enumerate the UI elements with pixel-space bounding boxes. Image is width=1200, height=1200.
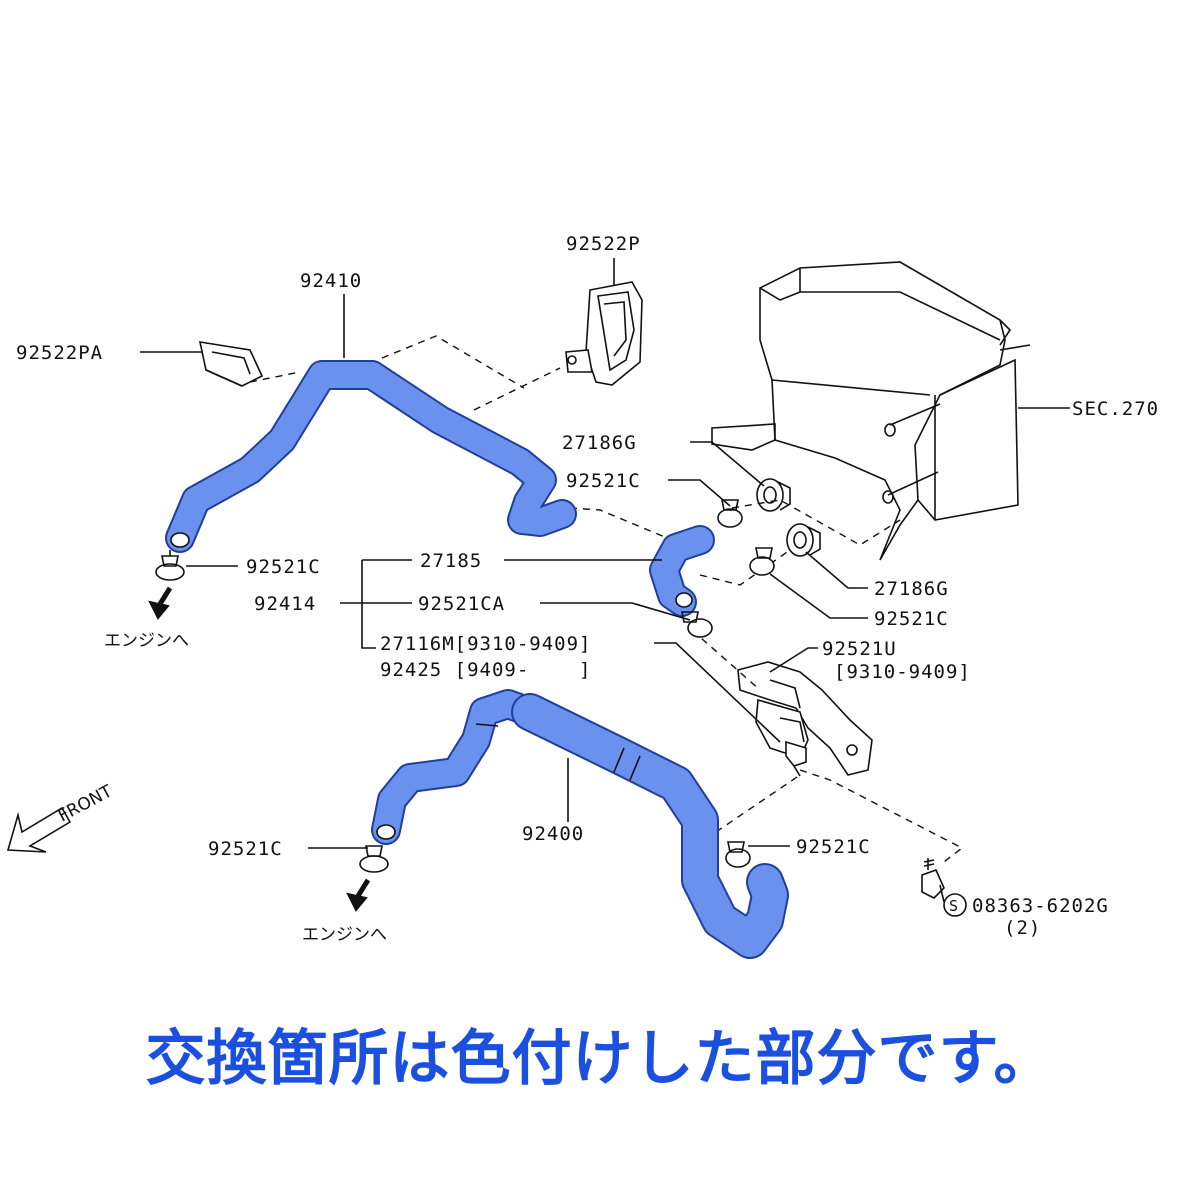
arrow-to-engine-bottom	[346, 878, 371, 912]
label-to-engine-top: エンジンへ	[104, 631, 189, 651]
hose-clamp-right	[749, 547, 775, 576]
label-27186G-bottom: 27186G	[874, 578, 949, 600]
front-label: FRONT	[55, 781, 116, 826]
hose-clamp-CA	[681, 611, 713, 638]
standard-part-symbol	[943, 893, 967, 917]
label-92521C-left: 92521C	[246, 556, 321, 578]
hose-clamp-left	[155, 550, 185, 581]
label-sec270: SEC.270	[1072, 398, 1159, 420]
hose-92400	[371, 689, 789, 959]
leader-lines	[140, 258, 1070, 903]
assembly-guide-lines	[249, 335, 964, 866]
label-92400: 92400	[522, 823, 584, 845]
hose-clamp-mid	[717, 499, 743, 528]
label-92521U: 92521U	[822, 638, 897, 660]
hose-clamp-lower-left	[359, 845, 389, 873]
label-92425: 92425 [9409- ]	[380, 659, 591, 681]
hose-27185	[649, 525, 715, 617]
label-92521C-lower-left: 92521C	[208, 838, 283, 860]
label-92522P: 92522P	[566, 233, 641, 255]
label-92522PA: 92522PA	[16, 342, 103, 364]
grommet-27186G-lower	[786, 523, 821, 557]
hose-clip-92522PA	[198, 341, 264, 387]
label-08363-6202G: 08363-6202G	[972, 895, 1109, 917]
label-27186G-top: 27186G	[562, 432, 637, 454]
label-92521C-lower-right: 92521C	[796, 836, 871, 858]
hose-92410	[165, 360, 577, 553]
heater-unit-housing	[711, 261, 1031, 561]
label-92414: 92414	[254, 593, 316, 615]
label-27116M: 27116M[9310-9409]	[380, 633, 591, 655]
valve-bracket-92521U	[737, 661, 873, 777]
hose-clamp-lower-right	[725, 841, 751, 868]
label-27185: 27185	[420, 550, 482, 572]
label-92521C-right: 92521C	[874, 608, 949, 630]
label-92521CA: 92521CA	[418, 593, 505, 615]
standard-part-symbol-letter: S	[949, 897, 959, 915]
arrow-to-engine-top	[148, 586, 173, 620]
bolt-08363-6202G	[921, 858, 945, 899]
label-to-engine-bottom: エンジンへ	[302, 925, 387, 945]
label-92521U-range: [9310-9409]	[834, 661, 971, 683]
label-08363-qty: (2)	[1004, 917, 1041, 939]
label-92410: 92410	[300, 270, 362, 292]
replacement-note-caption: 交換箇所は色付けした部分です。	[145, 1024, 1055, 1094]
front-arrow	[6, 806, 72, 853]
label-92521C-mid: 92521C	[566, 470, 641, 492]
hose-bracket-92522P	[565, 281, 643, 386]
